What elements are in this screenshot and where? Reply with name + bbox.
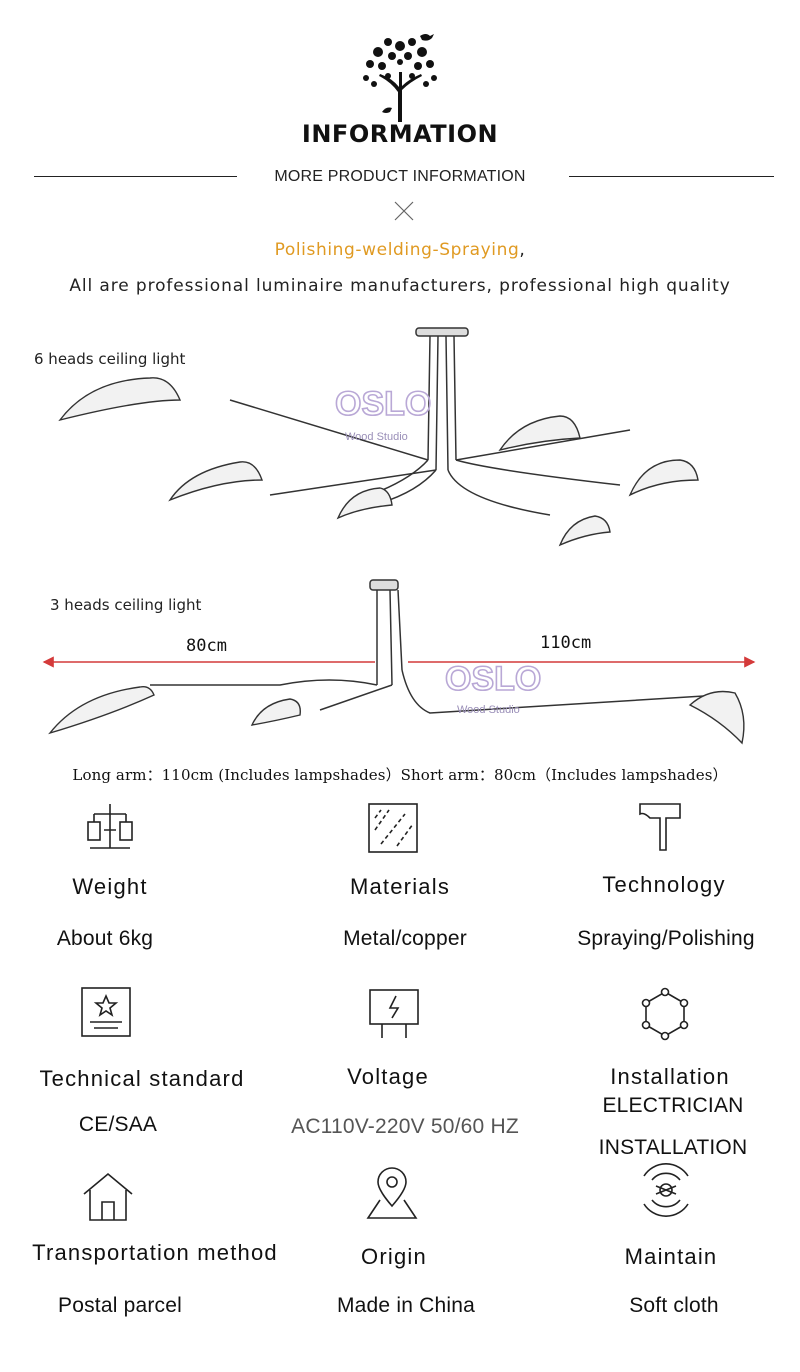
soft-cloth-icon [643, 1163, 689, 1217]
scale-icon [87, 804, 133, 849]
spec-label-installation: Installation [610, 1064, 730, 1089]
divider-left [34, 176, 237, 177]
tree-logo-icon [363, 34, 437, 122]
three-heads-label: 3 heads ceiling light [50, 596, 202, 614]
dimension-short-label: 80cm [186, 636, 227, 656]
cross-icon [394, 201, 414, 221]
location-pin-icon [366, 1167, 418, 1219]
six-heads-ceiling-light-image: OSLO Wood Studio [58, 327, 699, 547]
six-heads-label: 6 heads ceiling light [34, 350, 186, 368]
brand-title: INFORMATION [301, 120, 499, 148]
hexagon-network-icon [641, 987, 689, 1041]
tagline-process: Polishing-welding-Spraying, [0, 240, 800, 260]
spec-label-maintain: Maintain [624, 1244, 718, 1269]
spec-label-materials: Materials [349, 874, 451, 899]
watermark-sub-2: Wood Studio [457, 704, 520, 716]
spec-label-origin: Origin [361, 1244, 427, 1269]
voltage-icon [369, 989, 419, 1038]
tagline-quality: All are professional luminaire manufactu… [69, 276, 731, 296]
subheader: MORE PRODUCT INFORMATION [274, 168, 526, 185]
house-icon [83, 1172, 133, 1221]
dimension-long-label: 110cm [540, 633, 592, 653]
spec-label-voltage: Voltage [347, 1064, 429, 1089]
spec-value-technical-standard: CE/SAA [78, 1113, 158, 1136]
spec-label-technical-standard: Technical standard [39, 1066, 245, 1091]
spec-value-materials: Metal/copper [343, 927, 467, 950]
spec-value-maintain: Soft cloth [629, 1294, 719, 1317]
spec-value-transportation: Postal parcel [58, 1294, 182, 1317]
spec-label-transportation: Transportation method [32, 1240, 278, 1265]
tagline-process-text: Polishing-welding-Spraying [274, 240, 520, 260]
spec-value-weight: About 6kg [56, 927, 154, 950]
tagline-comma: , [519, 240, 526, 260]
spec-value-installation-line2: INSTALLATION [598, 1136, 748, 1159]
arm-length-note: Long arm：110cm (Includes lampshades）Shor… [72, 766, 728, 784]
spec-value-installation-line1: ELECTRICIAN [602, 1094, 744, 1117]
spec-label-technology: Technology [602, 872, 726, 897]
spec-value-technology: Spraying/Polishing [577, 927, 755, 950]
divider-right [569, 176, 774, 177]
watermark-oslo: OSLO [335, 385, 431, 423]
spec-value-origin: Made in China [336, 1294, 475, 1317]
materials-icon [368, 803, 418, 853]
three-heads-ceiling-light-image: OSLO Wood Studio [42, 579, 756, 745]
spec-value-voltage: AC110V-220V 50/60 HZ [291, 1115, 519, 1138]
hammer-icon [639, 803, 681, 851]
watermark-oslo-2: OSLO [445, 660, 541, 698]
watermark-sub: Wood Studio [345, 431, 408, 443]
spec-label-weight: Weight [72, 874, 148, 899]
certificate-icon [81, 987, 131, 1037]
